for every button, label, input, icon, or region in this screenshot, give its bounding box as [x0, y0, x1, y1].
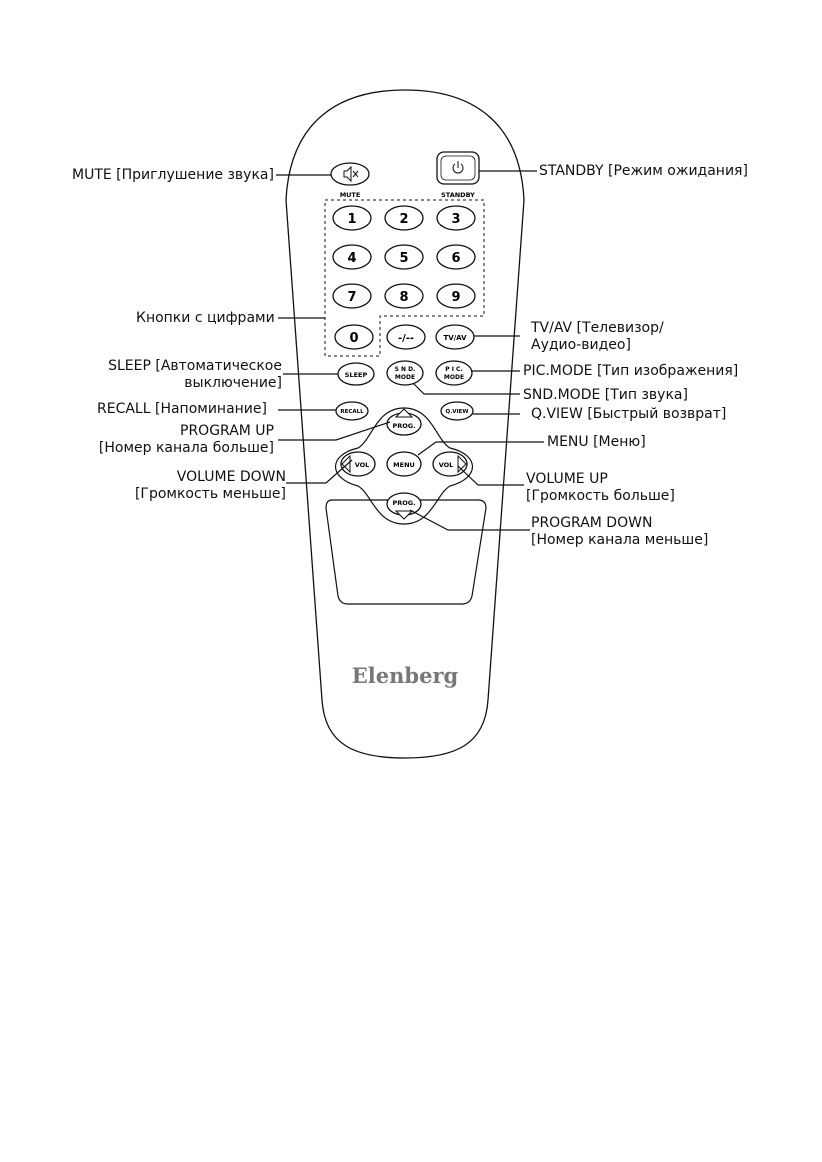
- prog-up-button[interactable]: [386, 408, 422, 436]
- vol-up-button[interactable]: [432, 451, 468, 477]
- digit-button-8[interactable]: [384, 283, 424, 309]
- digit-button-7[interactable]: [332, 283, 372, 309]
- tvav-button[interactable]: [435, 324, 475, 350]
- digit-label-6: 6: [451, 251, 460, 266]
- digit-label-0: 0: [349, 331, 358, 346]
- qview-label: Q.VIEW: [446, 409, 469, 415]
- mute-caption: MUTE: [340, 191, 361, 199]
- snd-mode-label-line1: S N D.: [395, 366, 416, 373]
- label-vol-up-line2: [Громкость больше]: [526, 488, 675, 504]
- label-qview: Q.VIEW [Быстрый возврат]: [531, 406, 727, 422]
- label-mute: MUTE [Приглушение звука]: [72, 167, 274, 183]
- label-sleep-line1: SLEEP [Автоматическое: [108, 358, 282, 374]
- pic-mode-button[interactable]: [435, 360, 473, 386]
- digit-button-5[interactable]: [384, 244, 424, 270]
- digit-button-0[interactable]: [334, 324, 374, 350]
- label-recall: RECALL [Напоминание]: [97, 401, 267, 417]
- label-pic-mode: PIC.MODE [Тип изображения]: [523, 363, 739, 379]
- dash-label: -/--: [398, 333, 414, 344]
- label-vol-up-line1: VOLUME UP: [526, 471, 608, 487]
- digit-label-4: 4: [347, 251, 356, 266]
- label-tvav-line1: TV/AV [Телевизор/: [531, 320, 664, 336]
- digit-button-2[interactable]: [384, 205, 424, 231]
- vol-up-label: VOL: [439, 461, 454, 469]
- recall-label: RECALL: [340, 409, 364, 415]
- pic-mode-label-line1: P I C.: [445, 366, 463, 373]
- triangle-left-icon: [341, 454, 351, 474]
- snd-mode-label-line2: MODE: [395, 374, 415, 381]
- label-prog-up-line1: PROGRAM UP: [180, 423, 274, 439]
- digit-button-6[interactable]: [436, 244, 476, 270]
- digit-button-1[interactable]: [332, 205, 372, 231]
- triangle-down-icon: [394, 510, 414, 520]
- triangle-up-icon: [394, 408, 414, 418]
- standby-button[interactable]: [436, 151, 480, 185]
- prog-down-button[interactable]: [386, 492, 422, 520]
- digit-label-5: 5: [399, 251, 408, 266]
- menu-label: MENU: [393, 461, 415, 469]
- standby-caption: STANDBY: [441, 191, 475, 199]
- nav-cluster-outline: [334, 407, 474, 525]
- leader-vol-up: [457, 465, 524, 486]
- label-menu: MENU [Меню]: [547, 434, 646, 450]
- leader-prog-up: [278, 421, 391, 441]
- leader-menu: [417, 441, 544, 456]
- digit-label-7: 7: [347, 290, 356, 305]
- digit-label-8: 8: [399, 290, 408, 305]
- recall-button[interactable]: [335, 401, 369, 421]
- remote-panel: [325, 499, 487, 605]
- snd-mode-button[interactable]: [386, 360, 424, 386]
- leader-vol-down: [286, 459, 353, 484]
- digit-label-2: 2: [399, 212, 408, 227]
- dash-button[interactable]: [386, 324, 426, 350]
- tvav-label: TV/AV: [443, 334, 467, 342]
- label-tvav-line2: Аудио-видео]: [531, 337, 631, 353]
- label-snd-mode: SND.MODE [Тип звука]: [523, 387, 688, 403]
- label-sleep-line2: выключение]: [184, 375, 282, 391]
- speaker-mute-icon: [343, 165, 359, 183]
- vol-down-button[interactable]: [340, 451, 376, 477]
- sleep-label: SLEEP: [345, 371, 368, 379]
- digit-button-4[interactable]: [332, 244, 372, 270]
- label-prog-down-line2: [Номер канала меньше]: [531, 532, 709, 548]
- label-digits: Кнопки с цифрами: [136, 310, 275, 326]
- leader-snd-mode: [412, 382, 520, 395]
- digit-button-9[interactable]: [436, 283, 476, 309]
- label-prog-down-line1: PROGRAM DOWN: [531, 515, 653, 531]
- label-vol-down-line1: VOLUME DOWN: [176, 469, 286, 485]
- digit-label-9: 9: [451, 290, 460, 305]
- mute-button[interactable]: [330, 162, 370, 186]
- power-icon: [452, 161, 464, 174]
- pic-mode-label-line2: MODE: [444, 374, 464, 381]
- prog-up-label: PROG.: [392, 422, 415, 430]
- label-vol-down-line2: [Громкость меньше]: [134, 486, 286, 502]
- digit-group-box: [324, 199, 485, 357]
- leader-lines: [276, 170, 544, 531]
- digit-label-1: 1: [347, 212, 356, 227]
- menu-button[interactable]: [386, 451, 422, 477]
- leader-prog-down: [409, 509, 530, 531]
- qview-button[interactable]: [440, 401, 474, 421]
- prog-down-label: PROG.: [392, 499, 415, 507]
- label-prog-up-line2: [Номер канала больше]: [98, 440, 274, 456]
- digit-label-3: 3: [451, 212, 460, 227]
- label-standby: STANDBY [Режим ожидания]: [539, 163, 748, 179]
- vol-down-label: VOL: [355, 461, 370, 469]
- brand-logo: Elenberg: [352, 663, 459, 688]
- digit-button-3[interactable]: [436, 205, 476, 231]
